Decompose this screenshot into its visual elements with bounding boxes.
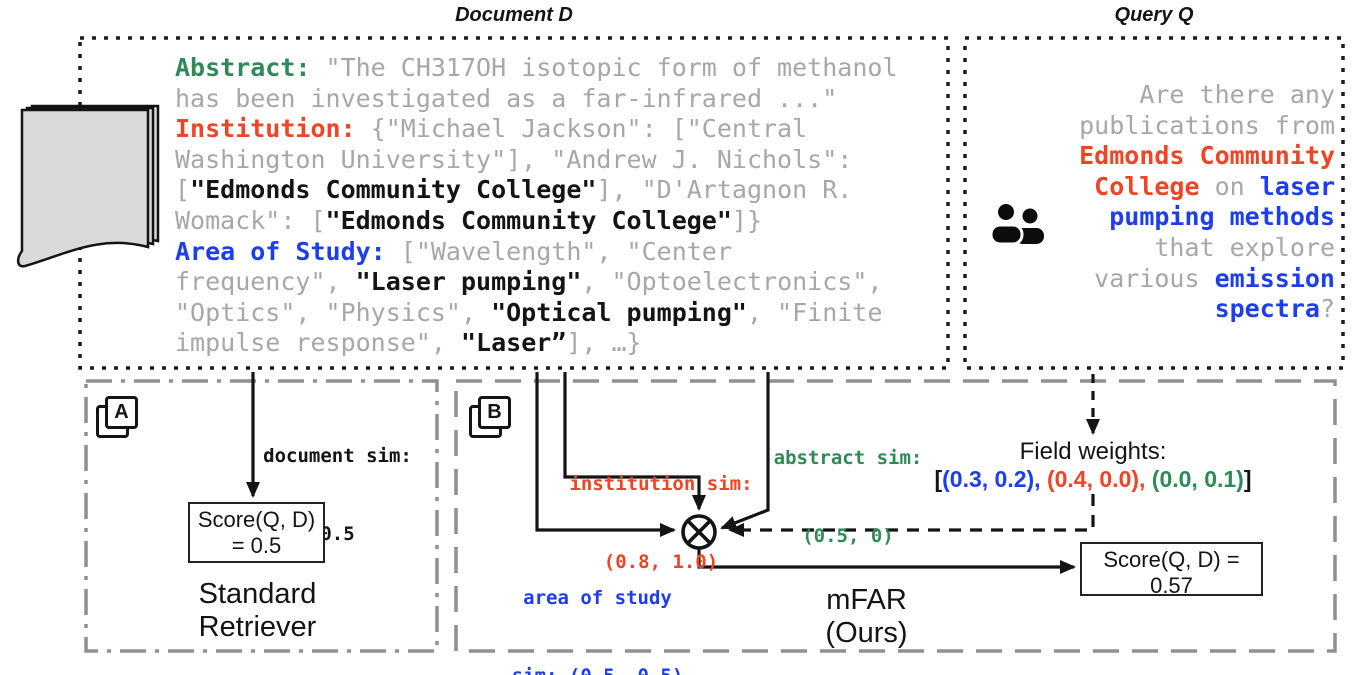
document-box-border [78, 36, 950, 370]
panel-a-badge: A [105, 396, 138, 429]
score-box-standard: Score(Q, D) = 0.5 [188, 502, 325, 563]
document-stack-icon [16, 104, 160, 268]
standard-retriever-label: Standard Retriever [198, 578, 317, 643]
area-of-study-sim-arrow [535, 372, 676, 537]
panel-b-badge: B [478, 396, 511, 429]
document-title: Document D [455, 4, 573, 26]
area-of-study-sim-label: area of study sim: (0.5, 0.5) [512, 587, 684, 675]
query-box-border [963, 36, 1345, 370]
document-field-text: Abstract: "The CH317OH isotopic form of … [175, 53, 898, 358]
mfar-label: mFAR (Ours) [825, 584, 908, 649]
combiner-output-arrow [697, 548, 1076, 574]
panel-a-border [84, 379, 439, 653]
weights-to-combiner-arrow [728, 494, 1095, 537]
score-box-mfar: Score(Q, D) = 0.57 [1080, 542, 1263, 598]
panel-b-border [454, 379, 1337, 653]
document-sim-label: document sim: 0.5 [263, 445, 412, 545]
abstract-sim-label: abstract sim: (0.5, 0) [773, 447, 923, 547]
institution-sim-label: institution sim: (0.8, 1.0) [569, 473, 753, 573]
query-title: Query Q [1114, 4, 1194, 26]
circled-times-icon [681, 514, 717, 550]
field-weights-values: [(0.3, 0.2), (0.4, 0.0), (0.0, 0.1)] [934, 466, 1252, 492]
abstract-sim-arrow [720, 372, 770, 530]
field-weights-label: Field weights: [1019, 438, 1167, 465]
institution-sim-arrow [563, 372, 706, 511]
people-icon [989, 201, 1044, 246]
